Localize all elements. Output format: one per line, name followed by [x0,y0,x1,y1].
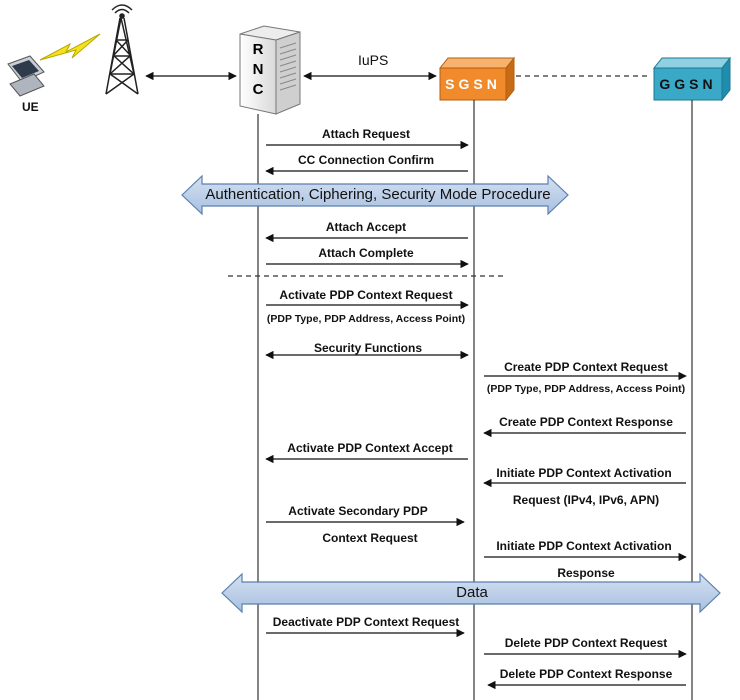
msg-attach-request: Attach Request [321,127,411,141]
ue-label: UE [22,100,39,114]
msg-response: Response [557,566,615,580]
iups-label: IuPS [358,52,389,68]
msg-create-pdp-request: Create PDP Context Request [504,360,668,374]
sgsn-box [438,56,516,102]
rnc-label: RNC [252,41,264,98]
lightning-icon [39,33,101,61]
msg-activate-secondary-pdp: Activate Secondary PDP [288,504,428,518]
auth-banner [181,174,569,216]
msg-create-pdp-response: Create PDP Context Response [499,415,673,429]
msg-activate-pdp-params: (PDP Type, PDP Address, Access Point) [266,313,466,325]
data-banner [221,572,721,614]
msg-create-pdp-params: (PDP Type, PDP Address, Access Point) [486,383,686,395]
msg-security-functions: Security Functions [313,341,423,355]
msg-context-request: Context Request [322,531,418,545]
msg-initiate-activation-request: Initiate PDP Context Activation [496,466,672,480]
auth-banner-label: Authentication, Ciphering, Security Mode… [205,186,551,203]
msg-initiate-activation-response: Initiate PDP Context Activation [496,539,672,553]
data-banner-label: Data [456,584,488,601]
msg-cc-connection-confirm: CC Connection Confirm [298,153,434,167]
msg-deactivate-pdp-request: Deactivate PDP Context Request [272,615,460,629]
msg-initiate-activation-params: Request (IPv4, IPv6, APN) [512,493,660,507]
msg-attach-accept: Attach Accept [325,220,407,234]
rnc-server-icon [239,25,301,115]
msg-activate-pdp-request: Activate PDP Context Request [279,288,453,302]
msg-delete-pdp-request: Delete PDP Context Request [504,636,668,650]
phone-icon [7,55,45,97]
msg-activate-pdp-accept: Activate PDP Context Accept [287,441,453,455]
tower-icon [105,4,139,95]
ggsn-box [652,56,732,102]
sgsn-label: SGSN [445,76,501,92]
msg-delete-pdp-response: Delete PDP Context Response [499,667,673,681]
msg-attach-complete: Attach Complete [318,246,414,260]
ggsn-label: GGSN [659,76,717,92]
